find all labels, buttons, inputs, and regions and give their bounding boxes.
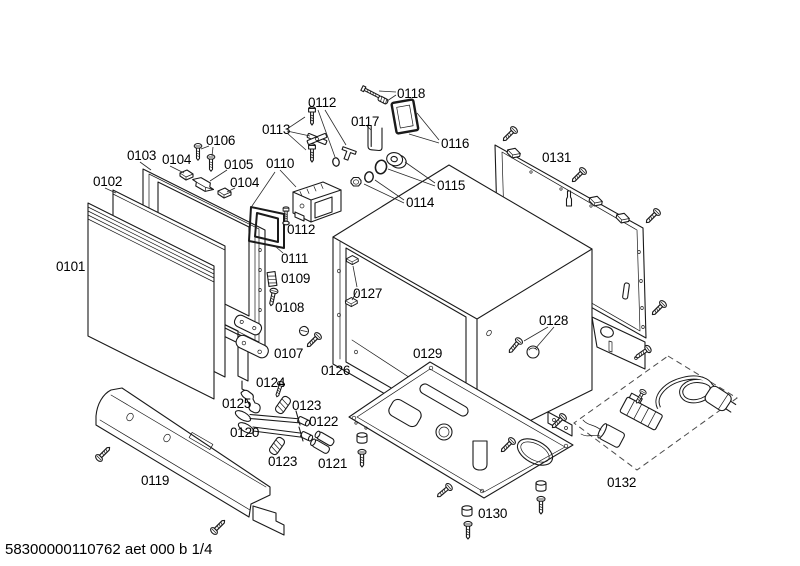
part-label-0122: 0122 [309, 414, 338, 429]
part-0111-window-gasket [248, 206, 285, 249]
part-0125-lever [240, 389, 261, 414]
part-label-0112a: 0112 [308, 95, 336, 110]
part-label-0119: 0119 [141, 473, 169, 488]
terminal-block [619, 392, 663, 431]
part-label-0106: 0106 [206, 133, 235, 148]
panel-pin [565, 190, 573, 207]
part-label-0115: 0115 [437, 178, 465, 193]
part-0118-screw-and-spring [360, 85, 389, 105]
part-label-0104b: 0104 [230, 175, 260, 190]
part-0112-bolt-lower [282, 206, 290, 226]
part-label-0111: 0111 [281, 251, 308, 266]
part-label-0126: 0126 [321, 363, 350, 378]
part-label-0114: 0114 [406, 195, 435, 210]
part-label-0103: 0103 [127, 148, 156, 163]
part-label-0117: 0117 [351, 114, 379, 129]
part-0113-bolts-and-wing [306, 106, 328, 163]
part-0126-cavity-body [332, 164, 593, 448]
part-0117-u-bracket [367, 124, 383, 152]
part-labels: 0101 0102 0103 0104 0104 0105 0106 0107 … [56, 86, 636, 521]
part-label-0110: 0110 [266, 156, 294, 171]
leader-lines [104, 90, 555, 350]
part-0105-latch-hook [192, 177, 215, 192]
part-0110-latch-assembly [292, 181, 342, 223]
part-0122-link-rod [234, 410, 311, 427]
part-label-0101: 0101 [56, 259, 85, 274]
mains-plug [704, 385, 737, 413]
part-0129-base-plate [348, 361, 574, 499]
part-label-0123b: 0123 [268, 454, 297, 469]
part-label-0118: 0118 [397, 86, 425, 101]
part-label-0127: 0127 [353, 286, 382, 301]
part-label-0124: 0124 [256, 375, 286, 390]
part-0123-spring-lower [267, 435, 287, 457]
part-0107-hinge-plate [235, 334, 269, 359]
part-label-0116: 0116 [441, 136, 469, 151]
part-0131-mounting-bracket [591, 316, 646, 370]
part-0121-block [310, 430, 335, 454]
part-label-0108: 0108 [275, 300, 304, 315]
part-label-0130: 0130 [478, 506, 507, 521]
part-0101-door-outer-panel [87, 202, 215, 400]
cavity-foot-post [472, 440, 488, 471]
part-0119-bottom-trim [95, 387, 285, 536]
part-label-0120: 0120 [230, 425, 259, 440]
part-0120-link-rod [237, 422, 314, 442]
part-0123-spring-upper [273, 394, 293, 416]
part-label-0132: 0132 [607, 475, 636, 490]
part-label-0107: 0107 [274, 346, 303, 361]
part-label-0125: 0125 [222, 396, 251, 411]
part-label-0123a: 0123 [292, 398, 321, 413]
part-0116-waveguide-cover [390, 98, 420, 135]
part-label-0121: 0121 [318, 456, 347, 471]
part-label-0131: 0131 [542, 150, 571, 165]
part-label-0105: 0105 [224, 157, 253, 172]
part-0104-clip-left [179, 169, 194, 181]
part-label-0113: 0113 [262, 122, 290, 137]
part-0114-ring-and-nut [350, 171, 374, 187]
part-0112-tee-and-ring [332, 146, 357, 167]
part-0132-power-cord-assembly [573, 355, 738, 471]
part-label-0102: 0102 [93, 174, 122, 189]
document-number: 58300000110762 aet 000 b 1/4 [5, 541, 212, 558]
part-0115-cap-and-ring [374, 152, 407, 175]
part-label-0109: 0109 [281, 271, 310, 286]
part-label-0104a: 0104 [162, 152, 192, 167]
part-label-0112b: 0112 [287, 222, 315, 237]
suppressor-capacitor [597, 423, 625, 448]
part-0109-spring [266, 270, 278, 288]
part-label-0128: 0128 [539, 313, 568, 328]
part-0128-screw-and-plug [486, 329, 540, 359]
part-label-0129: 0129 [413, 346, 442, 361]
